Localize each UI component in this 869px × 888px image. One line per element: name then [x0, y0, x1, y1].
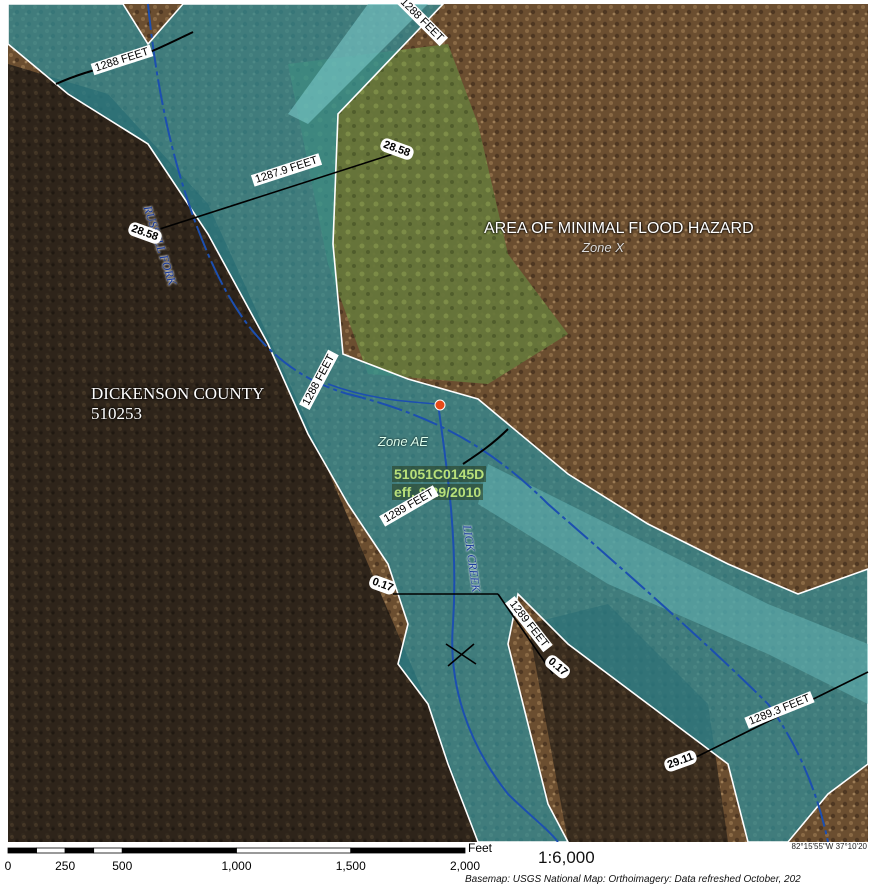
channel-band-lower [478, 464, 868, 704]
tributary-stream [327, 383, 439, 405]
meadow-terrain [288, 44, 568, 384]
scale-segment [93, 847, 123, 854]
flood-zone-ae [7, 3, 869, 843]
scale-unit-label: Feet [468, 841, 493, 855]
scale-segment [121, 847, 237, 854]
zone-ae-label: Zone AE [378, 434, 429, 449]
cross-section-line-0-17-b [497, 593, 554, 675]
culvert-symbol [445, 643, 477, 667]
map-canvas [7, 3, 869, 843]
location-marker[interactable] [434, 399, 446, 411]
scale-tick-label: 500 [112, 859, 132, 873]
scale-segment [64, 847, 95, 854]
bfe-line-mid [462, 428, 509, 465]
shadow-terrain-right [528, 604, 728, 842]
channel-band-top [288, 4, 428, 124]
county-id-label: 510253 [91, 404, 142, 423]
corner-coordinate: 82°15'55"W 37°10'20 [791, 842, 867, 851]
flood-map[interactable]: AREA OF MINIMAL FLOOD HAZARD Zone X Zone… [7, 0, 869, 843]
panel-effective-label: eff. 9/29/2010 [392, 484, 484, 500]
scale-segment [36, 847, 66, 854]
cross-section-line-28-58 [137, 153, 394, 237]
scale-bar: 0 250 500 1,000 1,500 2,000 [5, 847, 480, 873]
russell-fork-stream [147, 3, 829, 843]
zone-minimal-label: AREA OF MINIMAL FLOOD HAZARD [484, 220, 754, 237]
scale-tick-label: 1,000 [221, 859, 251, 873]
zone-x-label: Zone X [582, 240, 624, 255]
scale-tick-label: 0 [5, 859, 12, 873]
panel-number-label: 51051C0145D [392, 466, 487, 482]
scale-tick-label: 1,500 [336, 859, 366, 873]
scale-segment [7, 847, 37, 854]
scale-tick-label: 2,000 [450, 859, 480, 873]
map-footer: 0 250 500 1,000 1,500 2,000 [0, 842, 869, 888]
scale-tick-label: 250 [55, 859, 75, 873]
scale-ratio: 1:6,000 [538, 848, 595, 867]
scale-segment [236, 847, 352, 854]
scale-segment [350, 847, 466, 854]
shadow-terrain-left [8, 64, 478, 842]
basemap-attribution: Basemap: USGS National Map: Orthoimagery… [465, 874, 801, 885]
county-name-label: DICKENSON COUNTY [91, 384, 265, 403]
